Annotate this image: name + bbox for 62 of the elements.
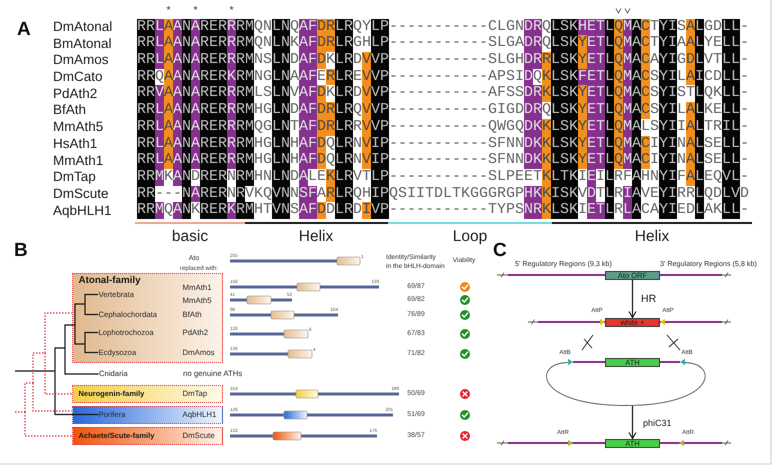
edge-label: HR: [641, 292, 656, 306]
branch-line: [64, 324, 75, 348]
sequence-name: DmScute: [53, 186, 109, 202]
panel-letter: A: [17, 18, 31, 42]
branch-line: [32, 383, 72, 412]
sequence-name: DmCato: [53, 69, 103, 86]
branch-line: [64, 348, 99, 375]
sequence-name: DmAmos: [53, 52, 109, 68]
branch-line: [74, 303, 85, 325]
branch-line: [44, 312, 72, 353]
sequence-text: RR---NARERNRVKQVNNSFARLRQHIPQSIITDLTKGGGRGPHKKISKVDTLRIAVEYIRRLQDLVD: [137, 186, 749, 202]
branch-line: [24, 412, 72, 437]
branch-line: [15, 411, 25, 413]
sequence-name: MmAth5: [53, 119, 104, 136]
sequence-name: DmTap: [53, 169, 96, 186]
asterisk-mark: *: [165, 6, 172, 20]
branch-line: [32, 352, 45, 383]
sequence-text: RRLAANARERRRMHGLNDAFDRLRQVVP-----------GIGDDRQLSKYETLQMACSYILALKELL-: [137, 102, 749, 119]
sequence-text: RRLAANARERRRMHGLNHAFDQLRNVIP-----------SFNNDKKLSKYETLQMACIYINALSELL-: [137, 152, 749, 169]
sequence-text: RRLAANARERRRMQNLNKAFDRLRGHLP-----------SLGADRQLSKYETLQMACTYIAALYELL-: [137, 35, 749, 52]
branch-line: [24, 382, 33, 412]
sequence-text: RRQAANARERKRMNGLNAAFERLREVVP-----------APSIDQKLSKFETLQMACSYILAICDLL-: [137, 68, 749, 86]
edge-label: phiC31: [643, 418, 672, 428]
asterisk-mark: *: [228, 6, 235, 20]
region-label: Loop: [452, 228, 488, 246]
family-title: Atonal-family: [78, 274, 141, 286]
branch-line: [84, 344, 98, 354]
branch-line: [54, 371, 98, 416]
region-label: Helix: [634, 228, 670, 246]
region-label: basic: [172, 228, 208, 246]
family-box: [72, 406, 223, 424]
region-label: Helix: [298, 228, 334, 246]
asterisk-mark: *: [192, 6, 199, 20]
branch-line: [84, 294, 98, 304]
sequence-name: PdAth2: [53, 86, 98, 102]
arrow: [628, 406, 637, 440]
panel-letter: C: [493, 240, 507, 262]
sequence-name: BfAth: [53, 102, 86, 119]
sequence-text: RRMKANDRERNRMHNLNDALEKLRVTLP-----------SLPEETKLTKIEILRFAHNYIFALEQVL-: [137, 168, 749, 186]
sequence-name: MmAth1: [53, 152, 104, 169]
sequence-text: RRLAANARERRRMHGLNHAFDQLRNVIP-----------SFNNDKKLSKYETLQMACIYINALSELL-: [137, 136, 749, 152]
branch-line: [44, 353, 72, 395]
sequence-name: HsAth1: [53, 136, 98, 152]
sequence-name: BmAtonal: [53, 36, 112, 52]
arrow: [628, 280, 637, 318]
panel-letter: B: [14, 240, 28, 262]
branch-line: [54, 347, 65, 371]
plasmid-ring: [546, 362, 706, 406]
sequence-text: RRLAANARERRRMNSLNDAFDKLRDVVP-----------SLGHDRRLSKYETLQMACAYIGDLVTLL-: [137, 52, 749, 69]
family-box: [72, 273, 223, 363]
branch-line: [15, 370, 55, 372]
sequence-name: AqbHLH1: [53, 202, 112, 219]
branch-line: [84, 332, 98, 344]
family-box: [72, 427, 223, 445]
sequence-name: DmAtonal: [53, 18, 112, 36]
sequence-text: RRMQANKRERKRMHTVNSAFDDLRDIVP-----------TYPSNRKLSKIETLRLACAYIEDLAKLL-: [137, 202, 749, 220]
branch-line: [74, 325, 85, 345]
family-box: [72, 385, 223, 403]
sequence-text: RRLAANARERRRMQGLNTAFDRLRRVVP-----------QWGQDKKLSKYETLQMALSYIIALTRIL-: [137, 118, 749, 136]
sequence-text: RRVAANARERRRMLSLNVAFDKLRDVVP-----------AFSSDRKLSKYETLQMACSYISTLQKLL-: [137, 85, 749, 102]
branch-line: [84, 304, 98, 316]
sequence-text: RRLAANARERRRMQNLNQAFDRLRQYLP-----------CLGNDRQLSKHETLQMACTYISALGDLL-: [137, 18, 749, 36]
